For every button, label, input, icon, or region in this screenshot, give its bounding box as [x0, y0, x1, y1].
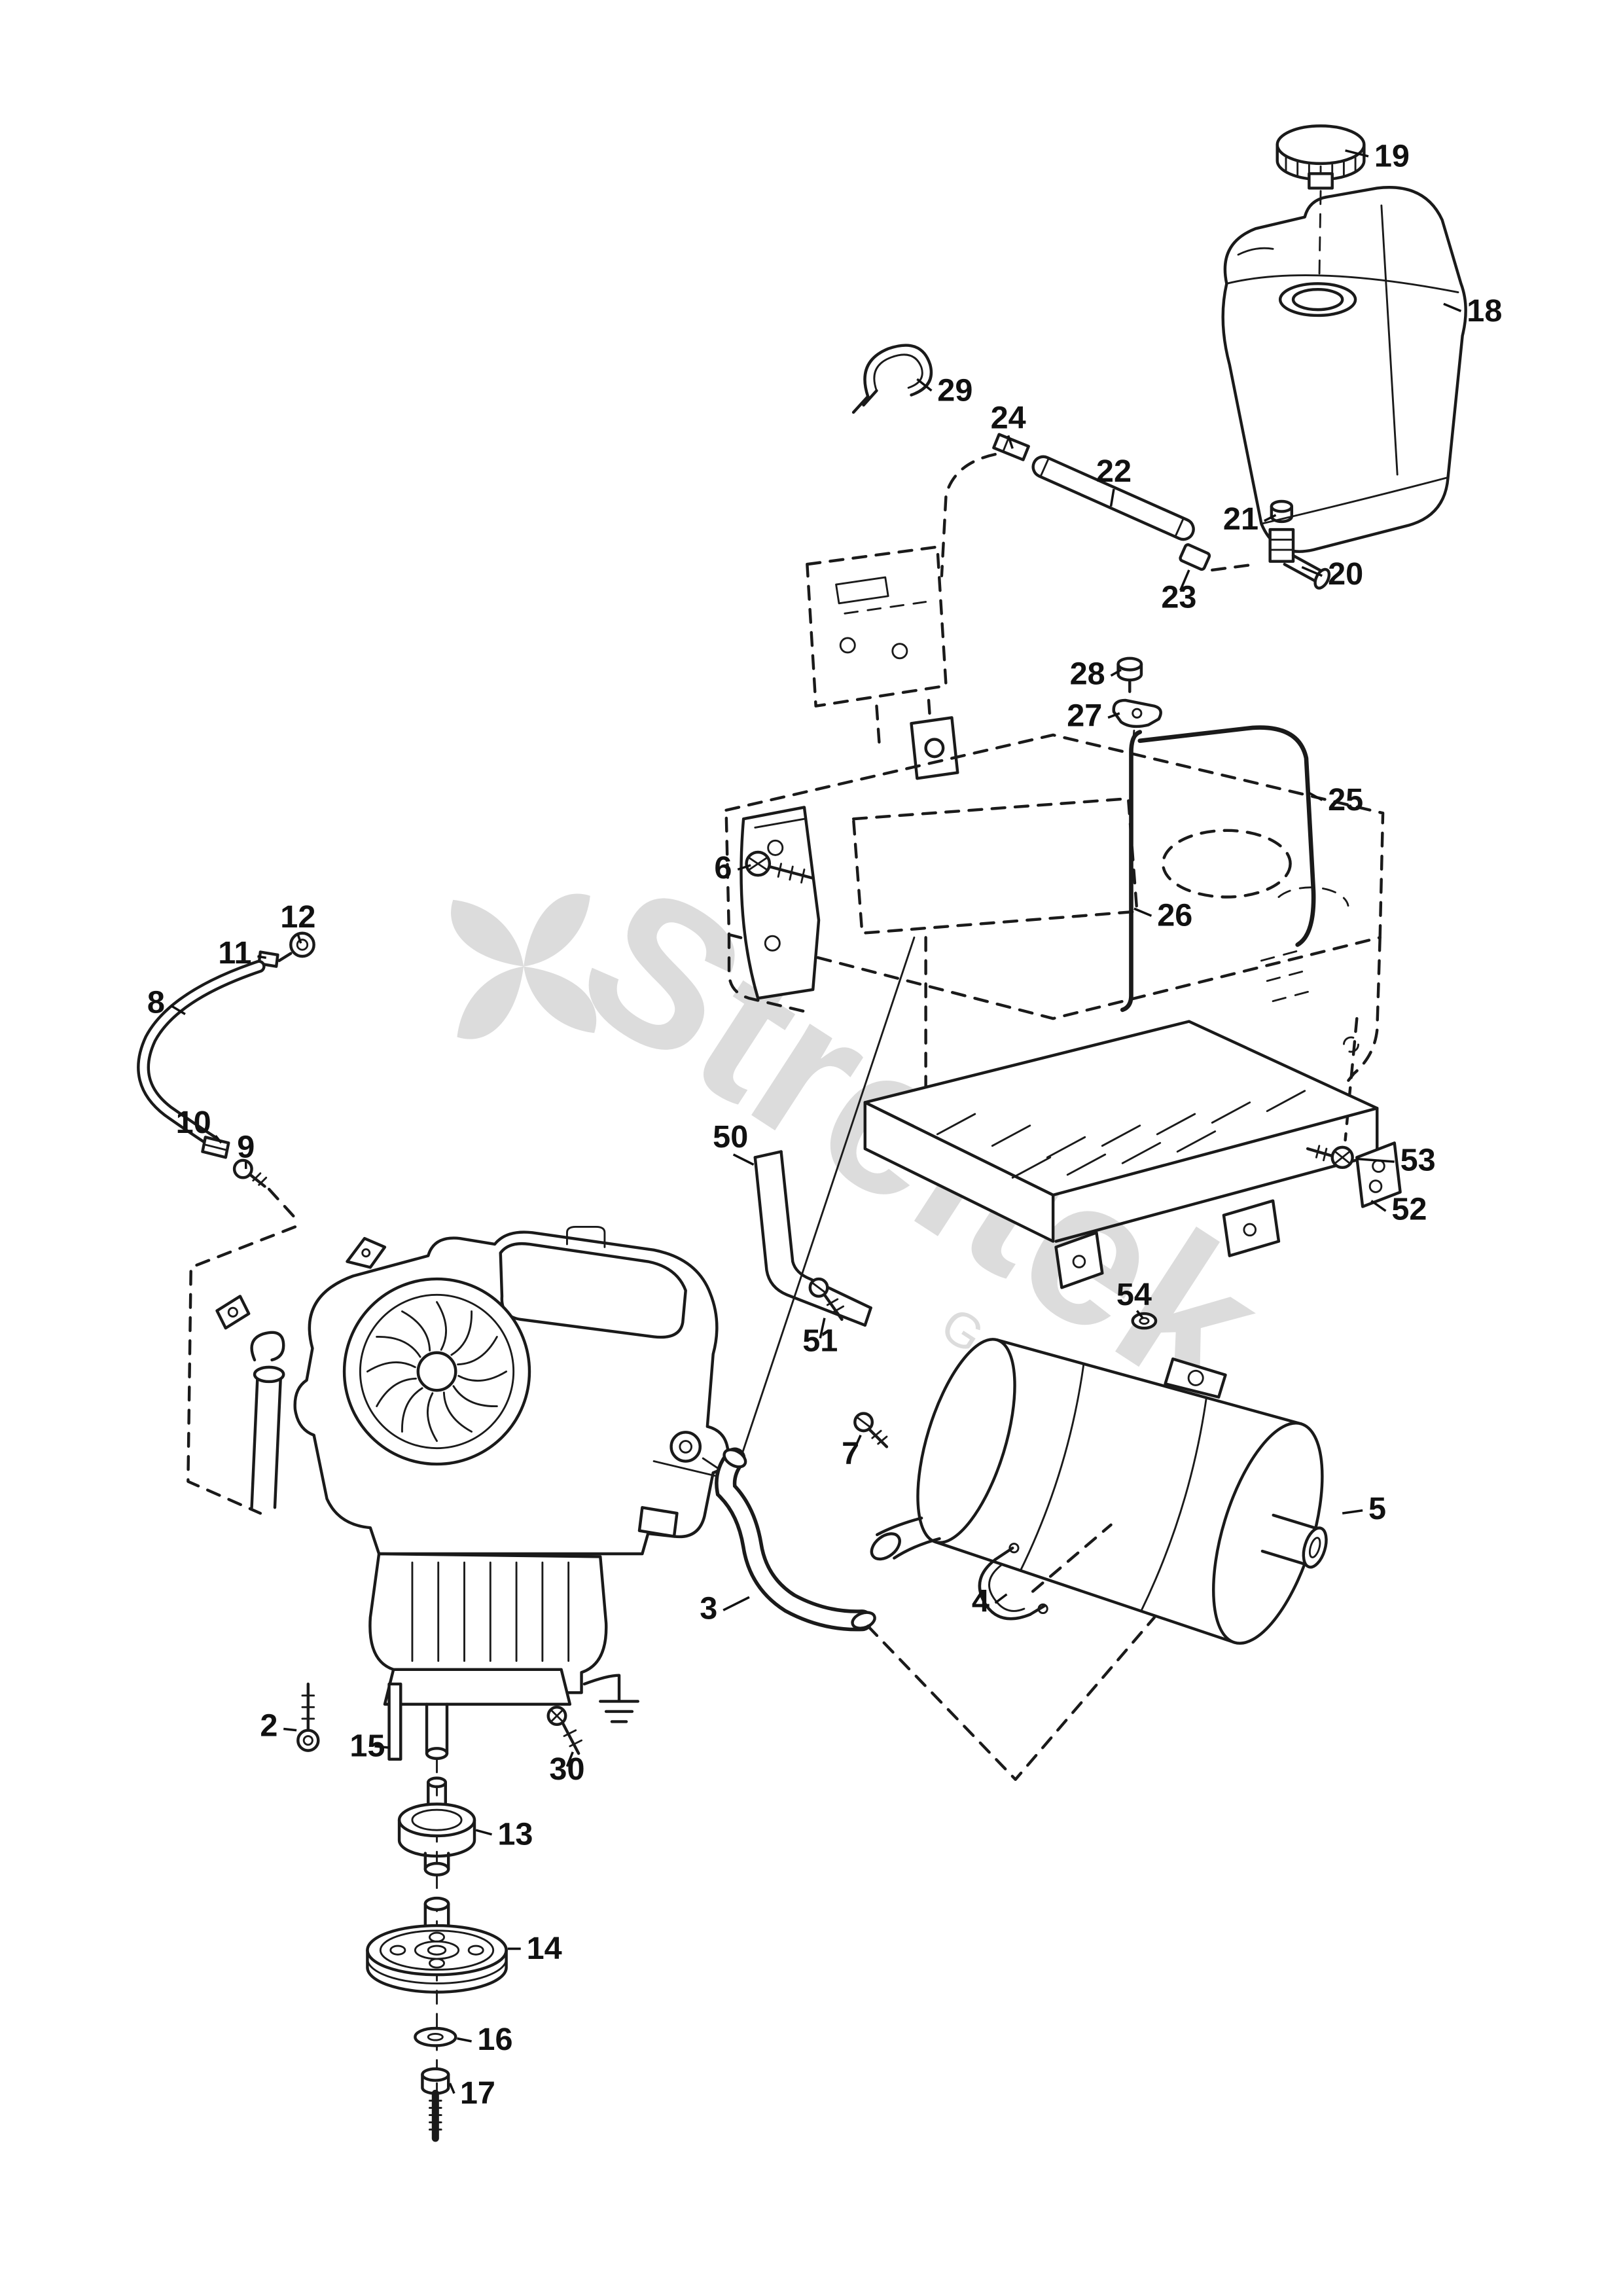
watermark-logo-icon — [451, 893, 597, 1039]
ground-bolt — [546, 1706, 582, 1755]
engine-bolt-2 — [296, 1682, 320, 1752]
drain-hose — [715, 1447, 1156, 1782]
callout-15: 15 — [349, 1728, 385, 1763]
callout-leader-19 — [1345, 149, 1369, 158]
callout-leader-2 — [283, 1727, 297, 1732]
callout-6: 6 — [714, 850, 732, 886]
shaft-key — [387, 1682, 402, 1761]
callout-leader-26 — [1133, 907, 1152, 917]
fuel-cap — [1275, 124, 1366, 190]
callout-7: 7 — [842, 1436, 859, 1471]
callout-23: 23 — [1161, 579, 1196, 615]
callout-30: 30 — [549, 1751, 584, 1787]
callout-2: 2 — [260, 1708, 277, 1744]
muffler-clamp — [978, 1523, 1113, 1621]
ground-symbol-icon — [582, 1674, 639, 1723]
heat-shield-bolt — [1306, 1145, 1354, 1170]
shield-bracket-bolt — [808, 1277, 845, 1321]
callout-28: 28 — [1070, 656, 1105, 692]
callout-3: 3 — [700, 1590, 717, 1626]
heat-shield — [863, 1020, 1402, 1289]
callout-13: 13 — [497, 1816, 533, 1852]
callout-leader-54 — [1135, 1310, 1144, 1319]
callout-leader-23 — [1179, 569, 1190, 591]
callout-leader-20 — [1301, 565, 1323, 577]
callout-leader-30 — [565, 1751, 574, 1767]
muffler — [870, 1338, 1328, 1645]
callout-leader-25 — [1308, 791, 1323, 801]
callout-22: 22 — [1096, 454, 1132, 489]
shield-bracket — [753, 1150, 872, 1327]
callout-leader-29 — [916, 378, 933, 392]
callout-24: 24 — [991, 400, 1026, 435]
callout-51: 51 — [802, 1323, 838, 1359]
cable-tie — [851, 344, 933, 414]
callout-leader-50 — [732, 1153, 755, 1166]
callout-26: 26 — [1157, 898, 1192, 933]
callout-4: 4 — [972, 1583, 990, 1619]
callout-25: 25 — [1328, 782, 1363, 817]
callout-8: 8 — [147, 984, 165, 1020]
engine — [187, 1225, 730, 1760]
fuel-valve — [1268, 528, 1331, 590]
callout-16: 16 — [477, 2022, 512, 2057]
callout-leader-10 — [214, 1135, 223, 1144]
callout-10: 10 — [176, 1105, 211, 1140]
support-rods — [1112, 656, 1316, 1013]
callout-leader-52 — [1370, 1200, 1387, 1212]
washer — [414, 2026, 457, 2047]
callout-leader-4 — [994, 1593, 1008, 1604]
callout-52: 52 — [1391, 1191, 1427, 1227]
callout-14: 14 — [527, 1931, 562, 1966]
callout-leader-17 — [448, 2083, 455, 2094]
callout-12: 12 — [280, 899, 315, 935]
callout-5: 5 — [1368, 1491, 1386, 1526]
callout-leader-8 — [169, 1004, 186, 1016]
crank-bolt — [421, 2067, 450, 2142]
callout-leader-13 — [475, 1829, 492, 1836]
callout-leader-3 — [722, 1596, 750, 1611]
callout-leader-28 — [1110, 668, 1122, 677]
callout-20: 20 — [1328, 556, 1363, 592]
callout-19: 19 — [1374, 138, 1410, 173]
clutch-pulley — [397, 1776, 476, 1876]
drive-pulley — [366, 1896, 508, 1994]
callout-17: 17 — [460, 2075, 495, 2111]
callout-53: 53 — [1400, 1142, 1436, 1177]
callout-21: 21 — [1223, 501, 1258, 537]
callout-leader-16 — [457, 2037, 472, 2043]
callout-50: 50 — [713, 1119, 748, 1155]
callout-18: 18 — [1467, 293, 1502, 329]
callout-leader-27 — [1107, 712, 1120, 719]
callout-leader-5 — [1342, 1509, 1363, 1515]
fan-spokes-icon — [366, 1300, 508, 1443]
callout-27: 27 — [1067, 698, 1102, 734]
heat-shield-nut — [1131, 1312, 1158, 1330]
frame-bolt — [745, 850, 815, 884]
fuel-tank — [1221, 186, 1467, 553]
tank-outlet-nut — [1270, 499, 1294, 524]
callout-leader-6 — [737, 864, 751, 871]
fuel-line-left — [137, 931, 315, 1223]
callout-leader-21 — [1264, 514, 1277, 522]
callout-leader-51 — [819, 1318, 826, 1339]
callout-leader-7 — [852, 1435, 862, 1452]
callout-leader-18 — [1443, 302, 1462, 312]
callout-leader-53 — [1357, 1157, 1395, 1163]
callout-leader-12 — [296, 934, 302, 944]
callout-29: 29 — [937, 372, 972, 408]
callout-54: 54 — [1116, 1277, 1152, 1312]
callout-leader-24 — [1007, 435, 1014, 449]
callout-leader-15 — [374, 1745, 389, 1749]
callout-9: 9 — [237, 1129, 255, 1164]
callout-11: 11 — [218, 935, 251, 971]
muffler-bolt — [853, 1412, 889, 1448]
callout-leader-22 — [1109, 488, 1115, 507]
callout-leader-11 — [257, 955, 266, 960]
